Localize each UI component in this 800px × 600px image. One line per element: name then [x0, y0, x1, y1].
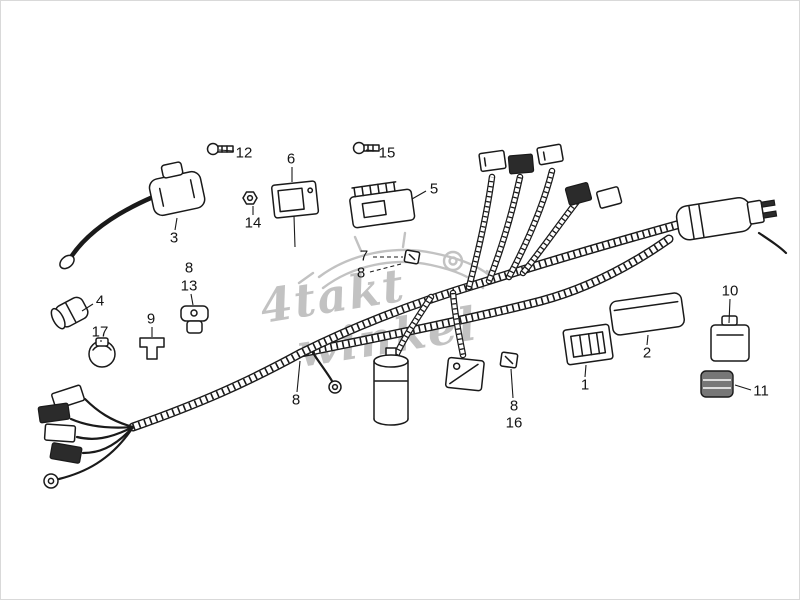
rubber-mount-11	[700, 370, 734, 398]
part-number-8: 8	[356, 264, 366, 282]
harness-left-connectors	[37, 384, 135, 489]
part-number-6: 6	[286, 150, 296, 168]
control-unit-6	[270, 180, 320, 219]
part-number-17: 17	[91, 323, 109, 341]
harness-bracket	[444, 356, 485, 392]
harness-right-connector	[675, 197, 778, 241]
cdi-unit-2	[609, 292, 685, 336]
part-number-8: 8	[184, 259, 194, 277]
condenser-canister	[373, 347, 409, 426]
connector-plug	[49, 442, 83, 464]
part-number-12: 12	[235, 144, 253, 162]
part-number-10: 10	[721, 282, 739, 300]
ring-terminal	[43, 473, 59, 489]
part-number-7: 7	[359, 247, 369, 265]
part-number-4: 4	[95, 292, 105, 310]
harness-top-connectors	[478, 143, 623, 209]
part-number-5: 5	[429, 180, 439, 198]
relay-10	[710, 315, 750, 362]
nut-14	[242, 191, 258, 205]
part-number-8: 8	[291, 391, 301, 409]
part-number-14: 14	[244, 214, 262, 232]
leader-lines	[81, 149, 752, 399]
part-number-2: 2	[642, 344, 652, 362]
connector-housing-1	[562, 323, 614, 366]
rubber-boot-17	[88, 337, 116, 368]
connector-plug	[37, 402, 71, 424]
part-number-1: 1	[580, 376, 590, 394]
part-number-9: 9	[146, 310, 156, 328]
part-number-15: 15	[378, 144, 396, 162]
bolt-15	[352, 141, 380, 155]
clip-16	[499, 351, 519, 369]
part-number-16: 16	[505, 414, 523, 432]
right-connector-wire	[757, 231, 788, 255]
clip-7	[403, 249, 421, 265]
ground-wire	[311, 351, 342, 394]
part-number-3: 3	[169, 229, 179, 247]
boot-13	[180, 305, 209, 334]
clamp-9	[139, 337, 165, 360]
part-number-8: 8	[509, 397, 519, 415]
bolt-12	[206, 142, 234, 156]
connector-plug	[43, 423, 77, 443]
connector-plug	[51, 384, 85, 410]
plug-cap-4	[50, 296, 89, 330]
regulator-5	[349, 181, 416, 229]
part-number-11: 11	[753, 382, 769, 400]
part-number-13: 13	[180, 277, 198, 295]
ignition-coil	[59, 161, 206, 270]
